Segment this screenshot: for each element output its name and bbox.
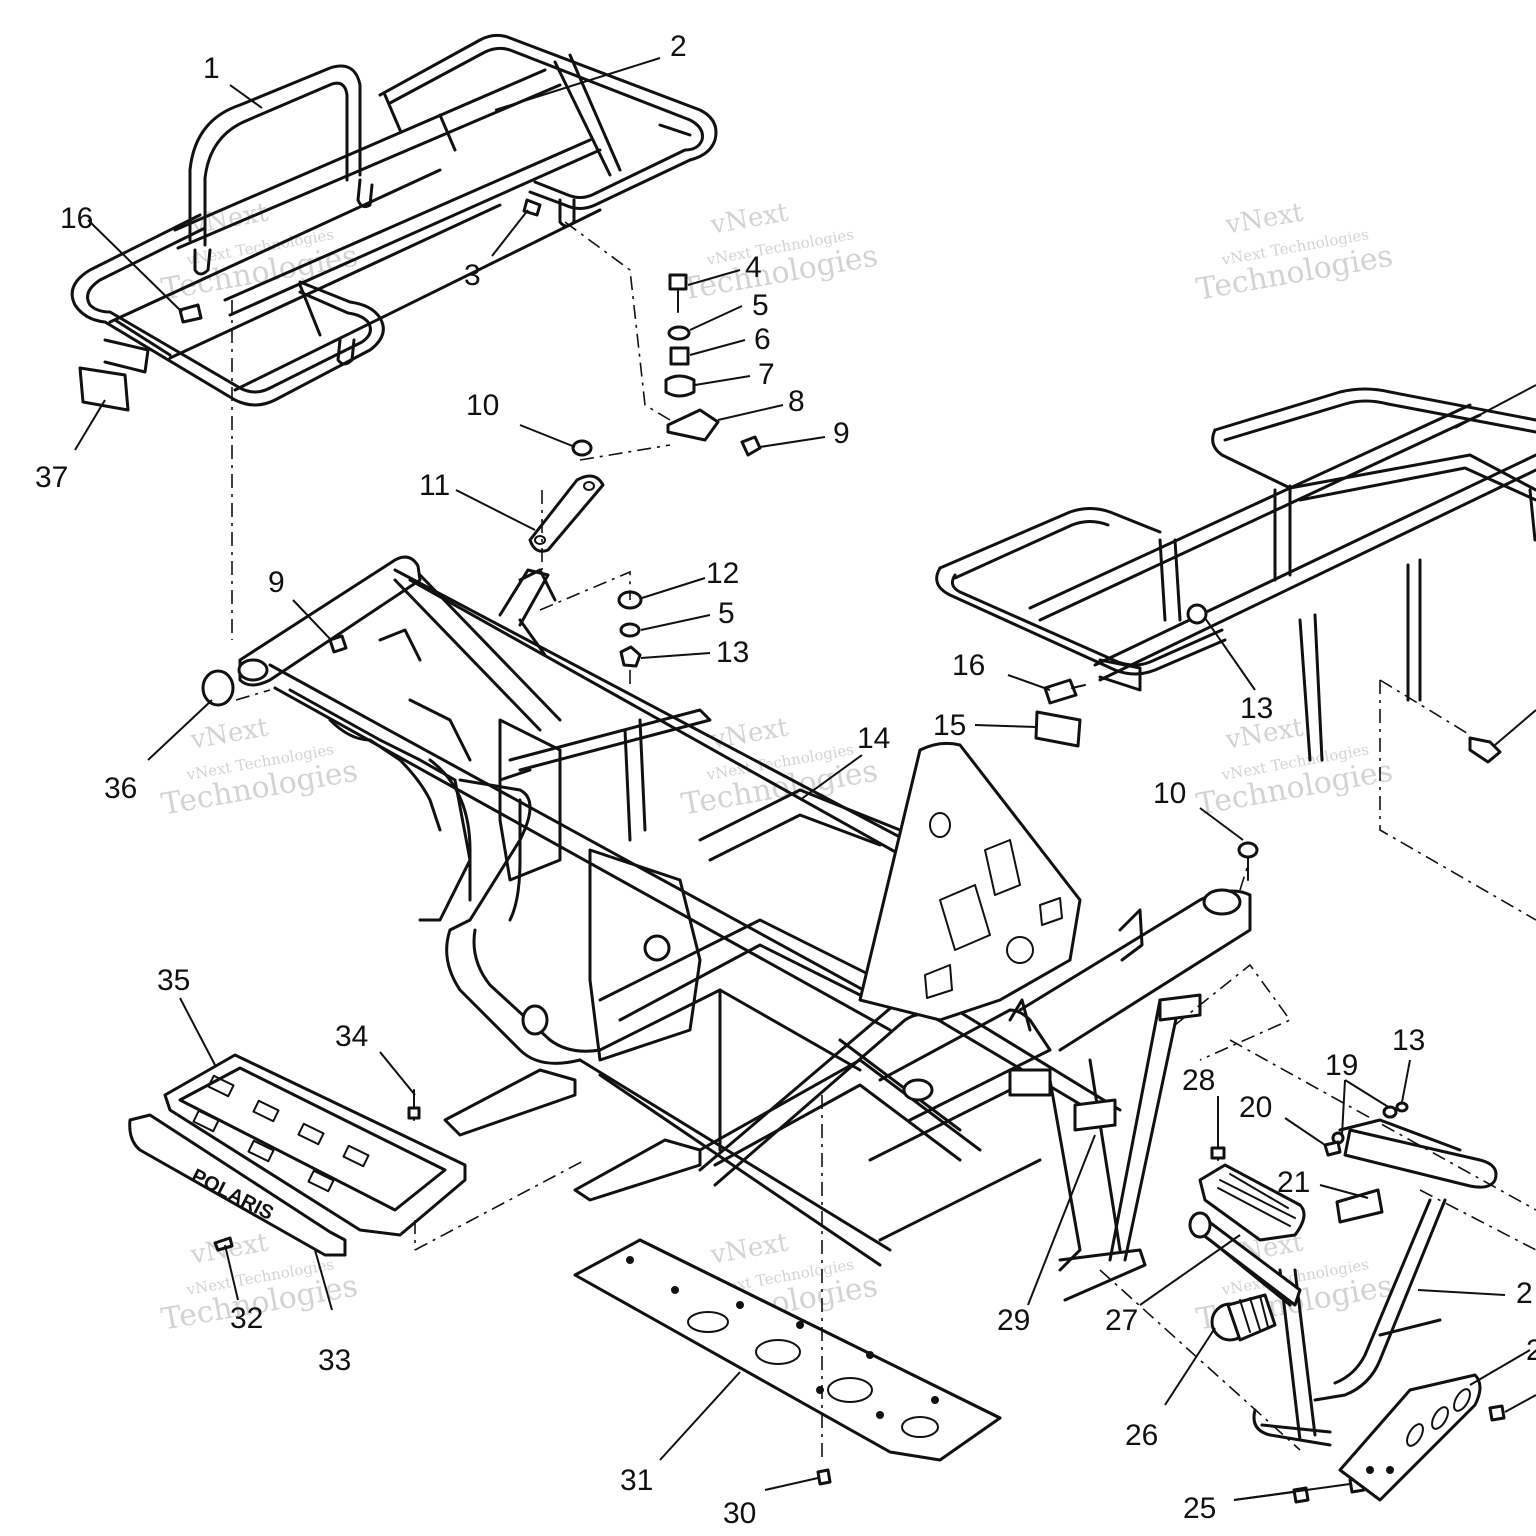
callout-35: 35 xyxy=(157,964,190,997)
watermark: vNext vNext Technologies Technologies xyxy=(1194,712,1396,822)
rear-rack xyxy=(70,33,718,407)
callout-32: 32 xyxy=(230,1302,263,1335)
front-bumper-assembly xyxy=(1188,1118,1498,1502)
callout-37: 37 xyxy=(35,461,68,494)
callout-1: 1 xyxy=(203,52,220,85)
callout-22-partial: 2 xyxy=(1516,1277,1533,1310)
callout-16: 16 xyxy=(60,202,93,235)
callout-19: 19 xyxy=(1325,1049,1358,1082)
callout-36: 36 xyxy=(104,772,137,805)
callout-13: 13 xyxy=(716,636,749,669)
callout-5: 5 xyxy=(752,289,769,322)
main-frame xyxy=(237,555,1252,1302)
callout-3: 3 xyxy=(464,259,481,292)
callout-5: 5 xyxy=(718,597,735,630)
leader-lines xyxy=(74,57,1536,1501)
svg-text:vNext: vNext xyxy=(187,712,270,755)
callout-9: 9 xyxy=(268,566,285,599)
callout-6: 6 xyxy=(754,323,771,356)
callout-33: 33 xyxy=(318,1344,351,1377)
hardware xyxy=(78,198,1506,1504)
callout-10: 10 xyxy=(1153,777,1186,810)
callout-34: 34 xyxy=(335,1020,368,1053)
svg-text:vNext: vNext xyxy=(707,197,790,240)
svg-text:vNext: vNext xyxy=(1222,197,1305,240)
callout-21: 21 xyxy=(1277,1166,1310,1199)
callout-29: 29 xyxy=(997,1304,1030,1337)
callout-12: 12 xyxy=(706,557,739,590)
skid-plate xyxy=(573,1238,1002,1462)
callout-11: 11 xyxy=(419,469,450,502)
callout-13: 13 xyxy=(1240,692,1273,725)
callout-20: 20 xyxy=(1239,1091,1272,1124)
callout-13: 13 xyxy=(1392,1024,1425,1057)
callout-15: 15 xyxy=(933,709,966,742)
callout-10: 10 xyxy=(466,389,499,422)
callout-2: 2 xyxy=(670,30,687,63)
svg-text:vNext: vNext xyxy=(707,712,790,755)
callouts: 1 2 3 4 5 6 7 8 9 10 11 37 16 9 12 5 13 … xyxy=(35,30,1536,1530)
callout-28: 28 xyxy=(1182,1064,1215,1097)
callout-26: 26 xyxy=(1125,1419,1158,1452)
callout-31: 31 xyxy=(620,1464,653,1497)
callout-16: 16 xyxy=(952,649,985,682)
callout-4: 4 xyxy=(745,251,762,284)
callout-8: 8 xyxy=(788,385,805,418)
callout-14: 14 xyxy=(857,722,890,755)
callout-23-partial: 2 xyxy=(1526,1334,1536,1367)
svg-text:vNext: vNext xyxy=(707,1227,790,1270)
callout-9: 9 xyxy=(833,417,850,450)
assembly-lines xyxy=(231,221,1536,1460)
callout-7: 7 xyxy=(758,358,775,391)
watermark: vNext vNext Technologies Technologies xyxy=(679,197,881,307)
callout-30: 30 xyxy=(723,1497,756,1530)
callout-25: 25 xyxy=(1183,1492,1216,1525)
watermark: vNext vNext Technologies Technologies xyxy=(1194,197,1396,307)
callout-27: 27 xyxy=(1105,1304,1138,1337)
front-rack xyxy=(935,387,1536,762)
